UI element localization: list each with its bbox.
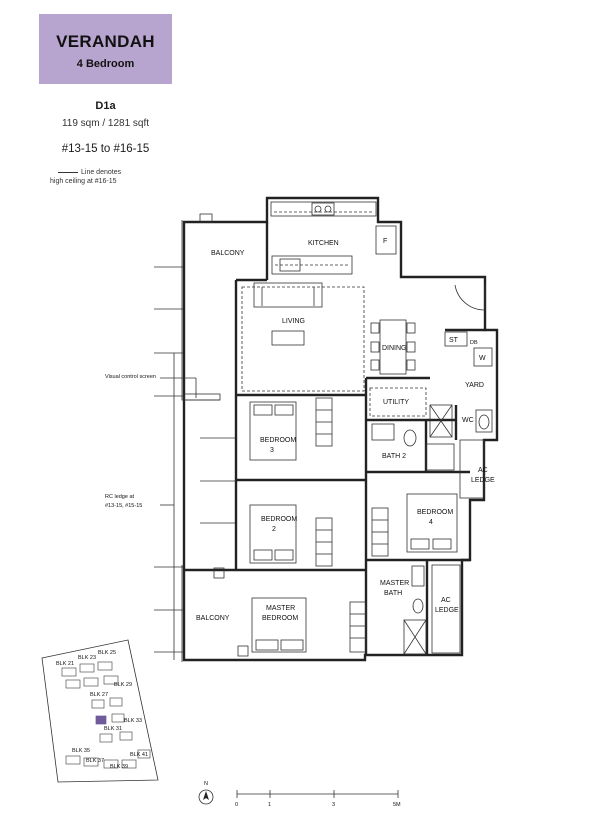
label-yard: YARD [465,382,484,389]
site-blk-37: BLK 37 [86,758,104,764]
label-balcony-top: BALCONY [211,250,245,257]
label-bedroom3-b: 3 [270,447,274,454]
legend-text-2: high ceiling at #16-15 [50,178,117,185]
unit-name-badge: VERANDAH 4 Bedroom [39,14,172,84]
ceiling-legend: Line denotes high ceiling at #16-15 [50,168,178,186]
label-rc-ledge-1: RC ledge at [105,494,135,500]
site-blk-29: BLK 29 [114,682,132,688]
scale-tick-0: 0 [235,802,238,808]
unit-type: D1a [95,100,116,112]
scale-tick-5m: 5M [393,802,401,808]
site-blk-31: BLK 31 [104,726,122,732]
compass-icon: N [198,781,214,805]
label-rc-ledge-2: #13-15, #15-15 [105,503,142,509]
label-master-bath-a: MASTER [380,580,409,587]
label-bedroom4-a: BEDROOM [417,509,453,516]
site-plan: BLK 23 BLK 25 BLK 21 BLK 29 BLK 27 BLK 3… [41,639,159,783]
master-bedroom-fixtures [199,213,367,657]
label-master-bath-b: BATH [384,590,402,597]
label-visual-screen: Visual control screen [105,374,156,380]
highlighted-block [95,715,107,725]
site-blk-33: BLK 33 [124,718,142,724]
label-master-bed-b: BEDROOM [262,615,298,622]
label-balcony-bottom: BALCONY [196,615,230,622]
bedroom3-fixtures [249,397,333,461]
bedroom4-fixtures [371,493,458,557]
legend-text-1: Line denotes [81,169,122,176]
visual-screen-indicator [160,353,221,660]
unit-bedroom-count: 4 Bedroom [76,58,135,70]
scale-tick-3: 3 [332,802,335,808]
dining-furniture [370,319,416,375]
wc-fixtures [475,409,493,433]
label-fridge: F [383,238,387,245]
unit-floors: #13-15 to #16-15 [61,143,150,155]
site-buildings [61,661,151,769]
kitchen-fixtures [270,201,397,275]
compass-label: N [204,781,208,787]
label-ac-ledge2-a: AC [441,597,451,604]
scale-bar: 0 1 3 5M [235,790,401,808]
master-bath-fixtures [403,564,461,655]
label-ac-ledge1-a: AC [478,467,488,474]
label-bedroom2-a: BEDROOM [261,516,297,523]
site-blk-23: BLK 23 [78,655,96,661]
label-master-bed-a: MASTER [266,605,295,612]
site-blk-35: BLK 35 [72,748,90,754]
label-dining: DINING [382,345,407,352]
unit-info: D1a 119 sqm / 1281 sqft #13-15 to #16-15 [39,100,172,155]
label-wc: WC [462,417,474,424]
label-bedroom3-a: BEDROOM [260,437,296,444]
label-ac-ledge2-b: LEDGE [435,607,459,614]
scale-tick-1: 1 [268,802,271,808]
label-store: ST [449,337,459,344]
legend-line-icon [58,171,78,173]
balcony-railings [154,266,236,653]
living-furniture [253,282,323,346]
label-washer: W [479,355,486,362]
site-blk-39: BLK 39 [110,764,128,770]
bath2-fixtures [371,423,485,499]
label-db: DB [470,340,478,346]
label-bedroom2-b: 2 [272,526,276,533]
high-ceiling-outline [241,286,365,392]
outer-walls [181,196,499,662]
label-living: LIVING [282,318,305,325]
label-kitchen: KITCHEN [308,240,339,247]
label-ac-ledge1-b: LEDGE [471,477,495,484]
service-fixtures [369,284,493,438]
unit-area: 119 sqm / 1281 sqft [61,118,150,129]
label-utility: UTILITY [383,399,409,406]
unit-name-title: VERANDAH [56,32,155,51]
room-labels: BALCONY KITCHEN F LIVING DINING ST DB W … [105,238,495,622]
site-blk-41: BLK 41 [130,752,148,758]
site-blk-21: BLK 21 [56,661,74,667]
site-blk-27: BLK 27 [90,692,108,698]
site-blk-25: BLK 25 [98,650,116,656]
label-bedroom4-b: 4 [429,519,433,526]
bedroom2-fixtures [249,504,333,567]
label-bath2: BATH 2 [382,453,406,460]
